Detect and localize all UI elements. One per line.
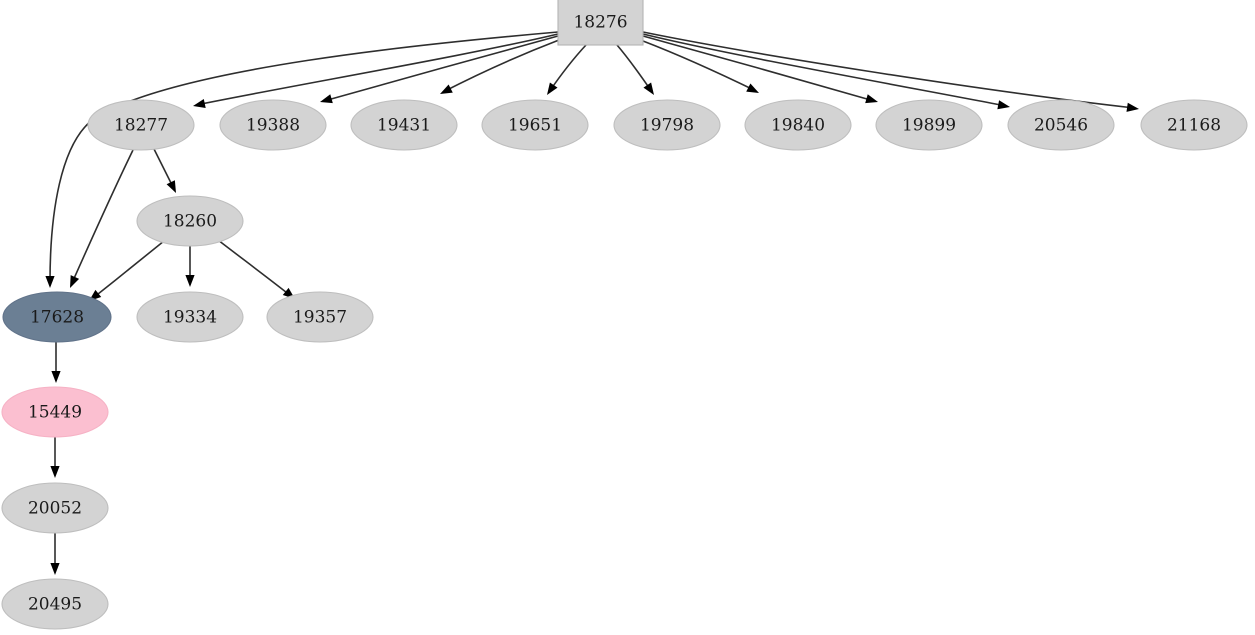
arrowhead-icon [70, 275, 80, 288]
edge-line [642, 33, 1007, 107]
arrowhead-icon [166, 180, 176, 193]
graph-node-17628[interactable]: 17628 [2, 291, 112, 343]
node-shape-15449[interactable] [1, 386, 109, 438]
edge-layer [45, 31, 1139, 575]
edge-18276-to-19388 [320, 35, 559, 104]
graph-node-19899[interactable]: 19899 [875, 99, 983, 151]
edge-line [49, 31, 559, 283]
node-shape-18260[interactable] [136, 195, 244, 247]
node-shape-20052[interactable] [1, 482, 109, 534]
edge-18276-to-19899 [642, 35, 878, 104]
graph-node-18277[interactable]: 18277 [87, 99, 195, 151]
edge-line [442, 39, 560, 93]
node-shape-19388[interactable] [219, 99, 327, 151]
graph-node-20052[interactable]: 20052 [1, 482, 109, 534]
graph-node-15449[interactable]: 15449 [1, 386, 109, 438]
graph-node-19357[interactable]: 19357 [266, 291, 374, 343]
edge-18276-to-19431 [440, 39, 560, 94]
node-shape-20495[interactable] [1, 578, 109, 630]
arrowhead-icon [45, 276, 55, 288]
edge-line [642, 31, 1135, 109]
graph-node-19334[interactable]: 19334 [136, 291, 244, 343]
arrowhead-icon [51, 371, 61, 383]
edge-18276-to-18277 [193, 33, 559, 109]
graph-node-20546[interactable]: 20546 [1007, 99, 1115, 151]
arrowhead-icon [1126, 102, 1139, 112]
graph-node-19388[interactable]: 19388 [219, 99, 327, 151]
node-shape-19357[interactable] [266, 291, 374, 343]
edge-line [548, 44, 587, 93]
edge-18260-to-17628 [89, 240, 165, 301]
edge-18260-to-19357 [217, 239, 295, 299]
edge-line [71, 149, 134, 284]
graph-node-19431[interactable]: 19431 [350, 99, 458, 151]
edge-line [92, 240, 165, 299]
edge-17628-to-15449 [51, 342, 61, 383]
edge-18276-to-17628 [45, 31, 559, 288]
edge-18276-to-19840 [642, 40, 759, 93]
arrowhead-icon [547, 82, 558, 95]
edge-line [217, 239, 292, 297]
node-shape-19899[interactable] [875, 99, 983, 151]
graph-node-19651[interactable]: 19651 [481, 99, 589, 151]
edge-18260-to-19334 [185, 246, 195, 287]
edge-line [642, 40, 757, 92]
node-shape-20546[interactable] [1007, 99, 1115, 151]
edge-line [642, 35, 875, 102]
node-shape-19334[interactable] [136, 291, 244, 343]
arrowhead-icon [50, 563, 60, 575]
arrowhead-icon [193, 99, 206, 109]
graph-node-19840[interactable]: 19840 [744, 99, 852, 151]
edge-line [323, 35, 559, 102]
node-shape-19840[interactable] [744, 99, 852, 151]
graph-node-20495[interactable]: 20495 [1, 578, 109, 630]
edge-18277-to-18260 [153, 148, 176, 193]
graph-node-21168[interactable]: 21168 [1140, 99, 1248, 151]
arrowhead-icon [185, 275, 195, 287]
node-shape-17628[interactable] [2, 291, 112, 343]
edge-15449-to-20052 [50, 437, 60, 478]
edge-18276-to-19651 [547, 44, 587, 95]
node-shape-21168[interactable] [1140, 99, 1248, 151]
node-shape-18276[interactable] [557, 0, 644, 46]
arrowhead-icon [50, 466, 60, 478]
graph-node-18260[interactable]: 18260 [136, 195, 244, 247]
arrowhead-icon [997, 100, 1010, 110]
graph-node-19798[interactable]: 19798 [613, 99, 721, 151]
arrowhead-icon [643, 82, 654, 95]
arrowhead-icon [440, 84, 453, 94]
arrowhead-icon [865, 94, 878, 104]
edge-line [195, 33, 559, 106]
edge-18277-to-17628 [70, 149, 134, 288]
edge-20052-to-20495 [50, 533, 60, 575]
edge-line [616, 44, 653, 93]
edge-18276-to-20546 [642, 33, 1010, 110]
node-shape-18277[interactable] [87, 99, 195, 151]
graph-node-18276[interactable]: 18276 [557, 0, 644, 46]
arrowhead-icon [320, 94, 333, 104]
arrowhead-icon [746, 83, 759, 93]
node-shape-19651[interactable] [481, 99, 589, 151]
edge-18276-to-19798 [616, 44, 654, 95]
node-shape-19431[interactable] [350, 99, 458, 151]
node-shape-19798[interactable] [613, 99, 721, 151]
